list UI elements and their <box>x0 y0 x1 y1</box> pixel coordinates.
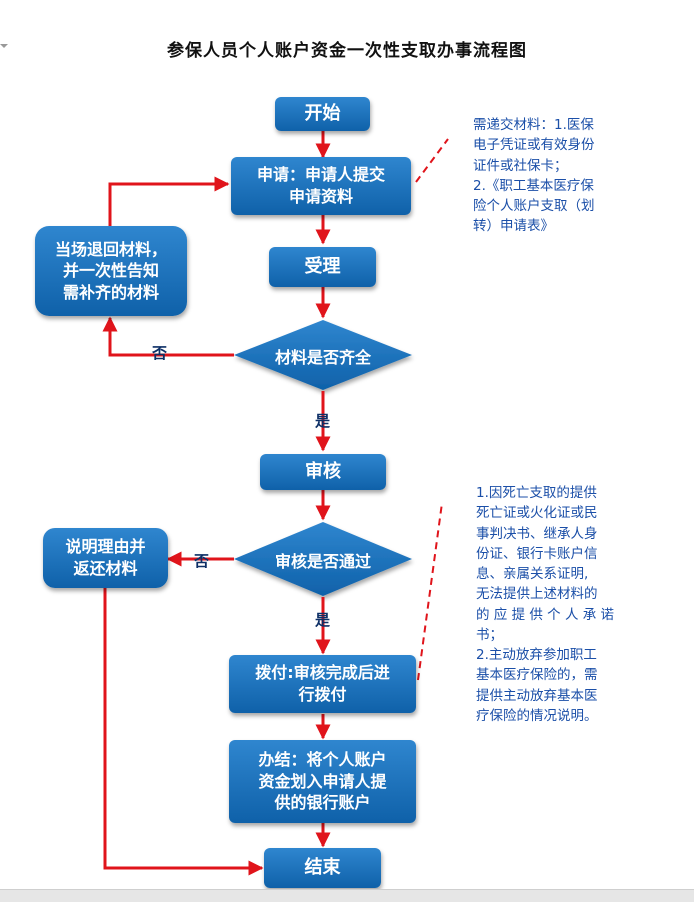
decision-materials-label: 材料是否齐全 <box>274 348 371 367</box>
yes-label-materials: 是 <box>315 412 331 430</box>
apply-node: 申请：申请人提交 申请资料 <box>231 157 411 215</box>
note-line: 基本医疗保险的，需 <box>476 667 598 684</box>
note-line: 证件或社保卡； <box>473 157 568 174</box>
accept-node: 受理 <box>269 247 376 287</box>
no-label-materials: 否 <box>152 344 168 362</box>
arrow-return-apply <box>108 176 230 226</box>
pay-node: 拨付:审核完成后进 行拨付 <box>229 655 416 713</box>
death-note: 1.因死亡支取的提供死亡证或火化证或民事判决书、继承人身份证、银行卡账户信息、亲… <box>476 483 614 726</box>
note-line: 提供主动放弃基本医 <box>476 687 598 704</box>
note-link-materials <box>415 138 449 183</box>
note-line: 疗保险的情况说明。 <box>476 707 598 724</box>
explain-return-node: 说明理由并 返还材料 <box>43 528 168 588</box>
window-bottom-bar <box>0 889 694 902</box>
note-line: 险个人账户支取（划 <box>473 198 595 214</box>
note-line: 2.《职工基本医疗保 <box>473 177 594 194</box>
no-label-review: 否 <box>194 552 210 570</box>
note-line: 份证、银行卡账户信 <box>476 545 598 562</box>
margin-marker <box>0 44 8 48</box>
note-line: 需递交材料：1.医保 <box>473 117 594 133</box>
materials-note: 需递交材料：1.医保电子凭证或有效身份证件或社保卡； 2.《职工基本医疗保险个人账… <box>473 115 595 237</box>
arrow-no-materials <box>102 316 234 357</box>
note-line: 息、亲属关系证明, <box>476 566 589 582</box>
decision-materials-shape <box>234 320 412 390</box>
finish-node: 办结：将个人账户 资金划入申请人提 供的银行账户 <box>229 740 416 823</box>
note-line: 无法提供上述材料的 <box>476 586 598 603</box>
review-node: 审核 <box>260 454 386 490</box>
note-line: 的 应 提 供 个 人 承 诺 <box>476 606 615 623</box>
arrow-explain-end <box>103 588 264 876</box>
note-line: 2.主动放弃参加职工 <box>476 647 597 663</box>
note-line: 死亡证或火化证或民 <box>476 505 598 522</box>
note-line: 转）申请表》 <box>473 218 554 235</box>
note-line: 1.因死亡支取的提供 <box>476 485 597 501</box>
start-node: 开始 <box>275 97 370 131</box>
note-line: 书； <box>476 626 503 643</box>
end-node: 结束 <box>264 848 381 888</box>
decision-review-shape <box>234 522 412 596</box>
note-line: 电子凭证或有效身份 <box>473 137 595 154</box>
decision-review-label: 审核是否通过 <box>274 552 371 571</box>
note-link-death <box>417 502 443 681</box>
note-line: 事判决书、继承人身 <box>476 525 598 542</box>
yes-label-review: 是 <box>315 611 331 629</box>
return-materials-node: 当场退回材料， 并一次性告知 需补齐的材料 <box>35 226 187 316</box>
page-title: 参保人员个人账户资金一次性支取办事流程图 <box>167 41 527 61</box>
